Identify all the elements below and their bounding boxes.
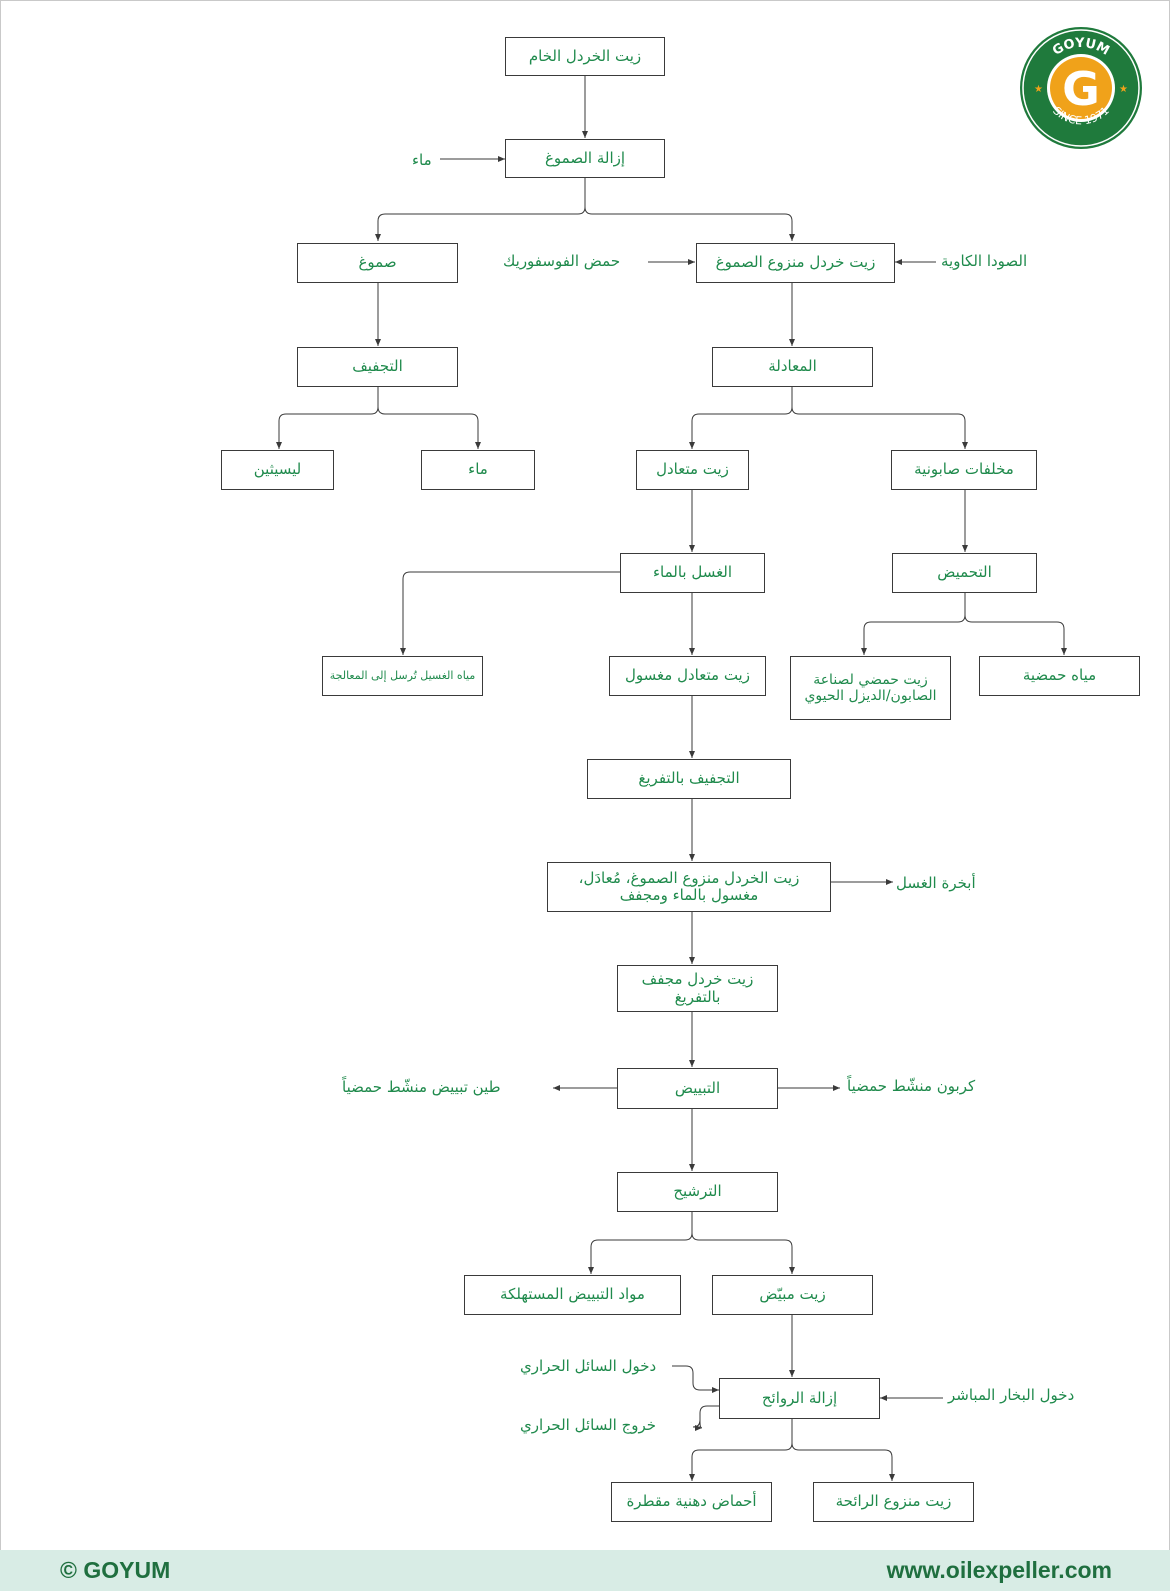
node-acid-oil: زيت حمضي لصناعة الصابون/الديزل الحيوي [790,656,951,720]
node-vacuum-drying: التجفيف بالتفريغ [587,759,791,799]
output-thermal-fluid: خروج السائل الحراري [520,1416,657,1434]
logo-since-text: SINCE 1971 [1050,104,1112,127]
node-filtration: الترشيح [617,1172,778,1212]
node-bleached-oil: زيت مبيّض [712,1275,873,1315]
input-thermal-fluid: دخول السائل الحراري [520,1357,657,1375]
node-crude-oil: زيت الخردل الخام [505,37,665,76]
input-water: ماء [412,151,432,169]
input-phosphoric-acid: حمض الفوسفوريك [503,252,621,270]
footer-bar: © GOYUM www.oilexpeller.com [0,1550,1170,1591]
logo-letter: G [1062,62,1100,116]
input-direct-steam: دخول البخار المباشر [948,1386,1075,1404]
node-neutralization: المعادلة [712,347,873,387]
node-degumming: إزالة الصموغ [505,139,665,178]
node-washed-oil: زيت متعادل مغسول [609,656,766,696]
output-wash-vapours: أبخرة الغسل [896,874,976,892]
node-vacuum-dried-oil: زيت خردل مجفف بالتفريغ [617,965,778,1012]
node-deodorization: إزالة الروائح [719,1378,880,1419]
node-lecithin: ليسيثين [221,450,334,490]
logo-brand-text: GOYUM [1050,36,1112,59]
footer-copyright: © GOYUM [60,1557,171,1583]
goyum-logo: G GOYUM SINCE 1971 ★ ★ [1020,27,1142,149]
node-degummed-oil: زيت خردل منزوع الصموغ [696,243,895,283]
node-neutral-oil: زيت متعادل [636,450,749,490]
node-acidulation: التحميض [892,553,1037,593]
star-icon: ★ [1034,84,1043,95]
input-activated-carbon: كربون منشّط حمضياً [847,1077,976,1095]
node-gums: صموغ [297,243,458,283]
input-caustic-soda: الصودا الكاوية [941,252,1028,270]
node-acid-water: مياه حمضية [979,656,1140,696]
node-spent-earth: مواد التبييض المستهلكة [464,1275,681,1315]
svg-text:SINCE 1971: SINCE 1971 [1050,104,1112,127]
node-deodorized-oil: زيت منزوع الرائحة [813,1482,974,1522]
node-soapstock: مخلفات صابونية [891,450,1037,490]
node-water-out: ماء [421,450,535,490]
footer-website-link[interactable]: www.oilexpeller.com [886,1557,1112,1583]
node-fatty-acids: أحماض دهنية مقطرة [611,1482,772,1522]
node-drying: التجفيف [297,347,458,387]
node-dnwd-oil: زيت الخردل منزوع الصموغ، مُعادَل، مغسول … [547,862,831,912]
node-bleaching: التبييض [617,1068,778,1109]
node-wash-water: مياه الغسيل تُرسل إلى المعالجة [322,656,483,696]
input-bleaching-clay: طين تبييض منشّط حمضياً [342,1078,501,1096]
node-water-wash: الغسل بالماء [620,553,765,593]
star-icon: ★ [1119,84,1128,95]
svg-text:GOYUM: GOYUM [1050,36,1112,59]
